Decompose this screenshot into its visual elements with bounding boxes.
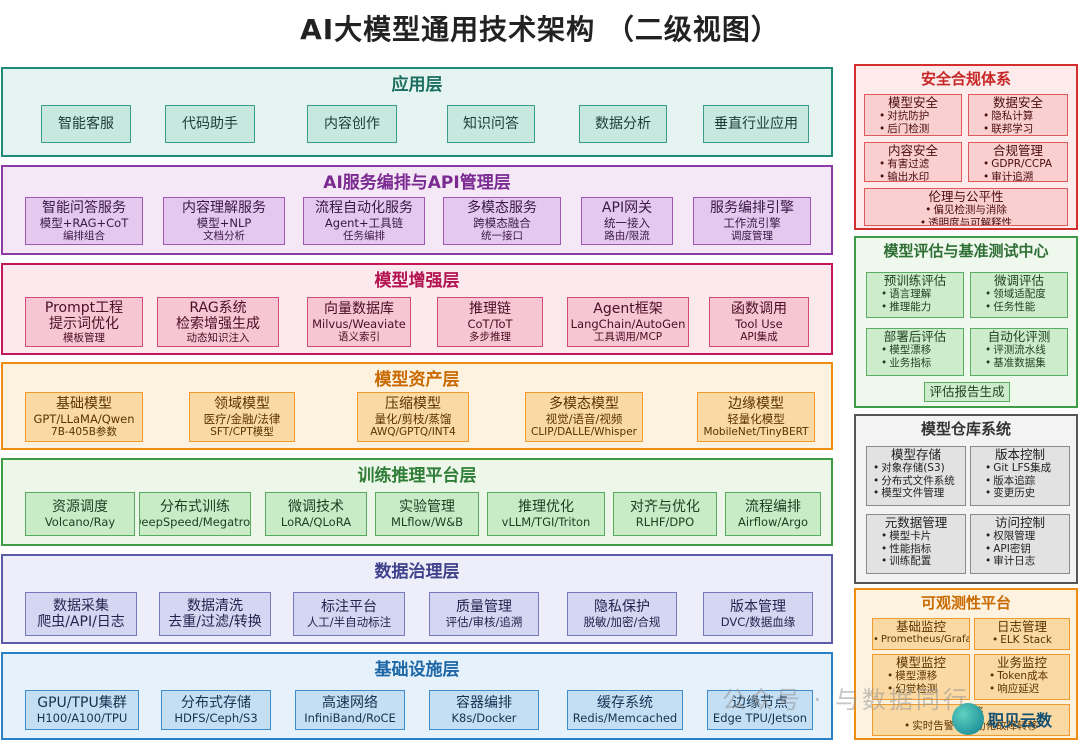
box-data-5: 隐私保护脱敏/加密/合规 (567, 592, 677, 636)
cell-model-security: 模型安全 对抗防护后门检测 (864, 94, 962, 136)
cell-compliance: 合规管理 GDPR/CCPA审计追溯 (968, 142, 1068, 182)
panel-evaluation-center: 模型评估与基准测试中心 预训练评估 语言理解推理能力 微调评估 领域适配度任务性… (854, 236, 1078, 408)
box-app-1: 智能客服 (41, 105, 131, 143)
cell-finetune-eval: 微调评估 领域适配度任务性能 (970, 272, 1068, 318)
layer-title: 模型增强层 (374, 271, 460, 291)
box-service-5: API网关统一接入路由/限流 (581, 197, 673, 245)
watermark-text: 公众号 · 与数据同行 (722, 686, 970, 714)
cell-version-control: 版本控制 Git LFS集成版本追踪变更历史 (970, 446, 1070, 506)
cell-pretrain-eval: 预训练评估 语言理解推理能力 (866, 272, 964, 318)
box-enhance-2: RAG系统检索增强生成动态知识注入 (157, 297, 279, 347)
box-app-4: 知识问答 (447, 105, 535, 143)
box-data-4: 质量管理评估/审核/追溯 (429, 592, 539, 636)
box-service-4: 多模态服务跨模态融合统一接口 (443, 197, 561, 245)
box-data-1: 数据采集爬虫/API/日志 (25, 592, 137, 636)
layer-enhancement: 模型增强层 Prompt工程提示词优化模板管理 RAG系统检索增强生成动态知识注… (1, 263, 833, 355)
panel-title: 可观测性平台 (920, 594, 1011, 612)
box-app-6: 垂直行业应用 (703, 105, 809, 143)
panel-security-compliance: 安全合规体系 模型安全 对抗防护后门检测 数据安全 隐私计算联邦学习 内容安全 … (854, 64, 1078, 230)
box-app-2: 代码助手 (165, 105, 255, 143)
cell-eval-report: 评估报告生成 (924, 382, 1010, 402)
cell-access-control: 访问控制 权限管理API密钥审计日志 (970, 514, 1070, 574)
panel-title: 安全合规体系 (920, 70, 1011, 88)
diagram-title: AI大模型通用技术架构 （二级视图） (300, 13, 780, 46)
layer-title: 模型资产层 (374, 370, 460, 390)
cell-basic-monitoring: 基础监控 Prometheus/Grafana (872, 618, 970, 650)
cell-model-storage: 模型存储 对象存储(S3)分布式文件系统模型文件管理 (866, 446, 966, 506)
layer-application: 应用层 智能客服 代码助手 内容创作 知识问答 数据分析 垂直行业应用 (1, 67, 833, 157)
logo-icon (952, 703, 984, 735)
cell-model-monitoring: 模型监控 模型漂移幻觉检测 (872, 654, 970, 700)
cell-post-deploy-eval: 部署后评估 模型漂移业务指标 (866, 328, 964, 376)
panel-model-repository: 模型仓库系统 模型存储 对象存储(S3)分布式文件系统模型文件管理 版本控制 G… (854, 414, 1078, 584)
panel-title: 模型评估与基准测试中心 (883, 242, 1049, 260)
cell-data-security: 数据安全 隐私计算联邦学习 (968, 94, 1068, 136)
cell-content-security: 内容安全 有害过滤输出水印 (864, 142, 962, 182)
layer-title: 应用层 (391, 75, 443, 95)
cell-ethics-fairness: 伦理与公平性 偏见检测与消除透明度与可解释性 (864, 188, 1068, 226)
box-data-2: 数据清洗去重/过滤/转换 (159, 592, 271, 636)
cell-metadata-mgmt: 元数据管理 模型卡片性能指标训练配置 (866, 514, 966, 574)
box-data-3: 标注平台人工/半自动标注 (293, 592, 405, 636)
layer-title: AI服务编排与API管理层 (323, 173, 511, 193)
layer-data-governance: 数据治理层 数据采集爬虫/API/日志 数据清洗去重/过滤/转换 标注平台人工/… (1, 554, 833, 644)
box-enhance-1: Prompt工程提示词优化模板管理 (25, 297, 143, 347)
layer-title: 数据治理层 (374, 562, 460, 582)
box-service-6: 服务编排引擎工作流引擎调度管理 (693, 197, 811, 245)
layer-title: 基础设施层 (374, 660, 460, 680)
box-app-3: 内容创作 (307, 105, 397, 143)
cell-log-mgmt: 日志管理 ELK Stack (974, 618, 1070, 650)
box-app-5: 数据分析 (579, 105, 667, 143)
layer-title: 训练推理平台层 (357, 466, 477, 486)
cell-auto-eval: 自动化评测 评测流水线基准数据集 (970, 328, 1068, 376)
panel-title: 模型仓库系统 (920, 420, 1011, 438)
panel-observability: 可观测性平台 基础监控 Prometheus/Grafana 日志管理 ELK … (854, 588, 1078, 740)
cell-business-monitoring: 业务监控 Token成本响应延迟 (974, 654, 1070, 700)
logo-text: 职贝云数 (988, 711, 1053, 730)
brand-logo: 职贝云数 (952, 700, 1076, 738)
